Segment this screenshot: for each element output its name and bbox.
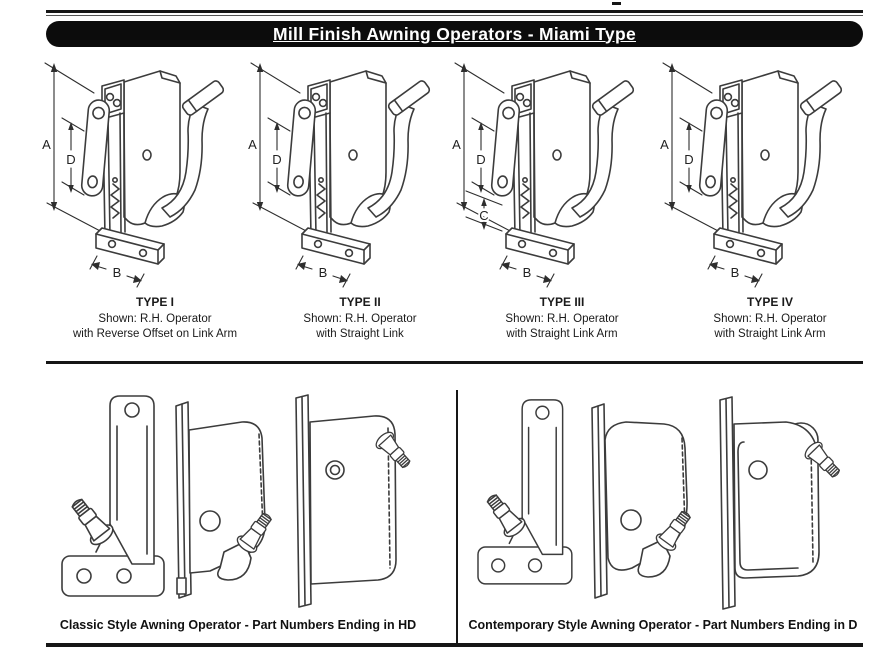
shown-line: Shown: R.H. Operator <box>98 313 212 325</box>
contemporary-caption: Contemporary Style Awning Operator - Par… <box>468 618 858 632</box>
title-bar: Mill Finish Awning Operators - Miami Typ… <box>46 21 863 47</box>
type-iii-caption: TYPE III Shown: R.H. Operator with Strai… <box>457 295 667 342</box>
type-ii-drawing: A D B <box>246 62 432 288</box>
link-line: with Straight Link <box>316 328 404 340</box>
dim-label-d: D <box>66 152 75 167</box>
dim-label-d: D <box>684 152 693 167</box>
link-line: with Straight Link Arm <box>506 328 618 340</box>
type-name: TYPE III <box>539 295 585 309</box>
type-ii-caption: TYPE II Shown: R.H. Operator with Straig… <box>255 295 465 342</box>
shown-line: Shown: R.H. Operator <box>713 313 827 325</box>
top-thin-rule <box>46 15 863 16</box>
type-name: TYPE IV <box>746 295 793 309</box>
bottom-rule <box>46 643 863 647</box>
dim-label-b: B <box>319 265 328 280</box>
dim-label-b: B <box>113 265 122 280</box>
dim-label-d: D <box>476 152 485 167</box>
type-name: TYPE II <box>339 295 381 309</box>
contemporary-style-drawing <box>468 382 865 612</box>
dim-label-c: C <box>479 208 488 223</box>
type-i-caption: TYPE I Shown: R.H. Operator with Reverse… <box>50 295 260 342</box>
top-rule <box>46 10 863 13</box>
type-name: TYPE I <box>135 295 174 309</box>
classic-caption: Classic Style Awning Operator - Part Num… <box>59 618 417 632</box>
dim-label-a: A <box>452 137 461 152</box>
dim-label-d: D <box>272 152 281 167</box>
type-iii-drawing: A D C B <box>450 62 636 288</box>
shown-line: Shown: R.H. Operator <box>303 313 417 325</box>
type-i-drawing: A D B <box>40 62 226 288</box>
dim-label-a: A <box>42 137 51 152</box>
dim-label-a: A <box>248 137 257 152</box>
type-iv-drawing: A D B <box>658 62 844 288</box>
section-divider <box>456 390 458 643</box>
page-title: Mill Finish Awning Operators - Miami Typ… <box>273 23 636 44</box>
link-line: with Reverse Offset on Link Arm <box>72 328 238 340</box>
shown-line: Shown: R.H. Operator <box>505 313 619 325</box>
stray-dash <box>612 2 621 5</box>
dim-label-a: A <box>660 137 669 152</box>
type-iv-caption: TYPE IV Shown: R.H. Operator with Straig… <box>665 295 875 342</box>
dim-label-b: B <box>523 265 532 280</box>
link-line: with Straight Link Arm <box>714 328 826 340</box>
classic-style-drawing <box>58 382 418 612</box>
dim-label-b: B <box>731 265 740 280</box>
middle-rule <box>46 361 863 364</box>
